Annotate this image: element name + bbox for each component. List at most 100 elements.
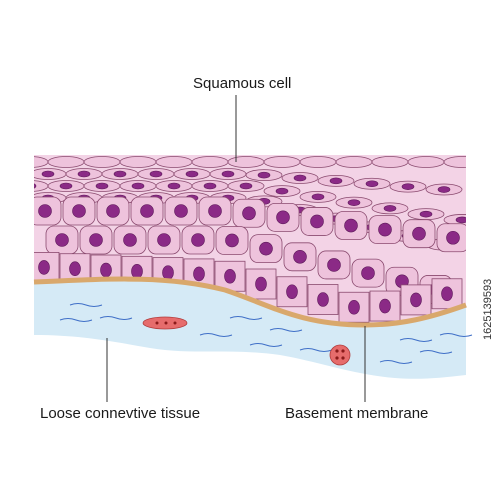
nucleus <box>174 204 188 218</box>
squamous-cell <box>155 156 193 168</box>
nucleus <box>162 265 174 280</box>
squamous-cell <box>83 156 121 168</box>
nucleus <box>69 261 81 277</box>
nucleus <box>225 233 239 248</box>
connective-fiber <box>379 360 413 364</box>
capillary-cross-section <box>329 344 351 366</box>
connective-fibers <box>59 303 473 364</box>
connective-tissue-region <box>34 279 466 379</box>
label-basement-membrane: Basement membrane <box>285 405 429 422</box>
rbc-dot <box>164 321 168 325</box>
nucleus <box>383 205 397 212</box>
nucleus <box>131 264 143 279</box>
nucleus <box>55 233 69 247</box>
squamous-cell <box>443 156 466 168</box>
nucleus <box>59 182 73 190</box>
rbc-dot <box>173 321 177 325</box>
nucleus <box>167 182 181 190</box>
connective-fiber <box>249 343 283 347</box>
nucleus <box>348 299 360 315</box>
nucleus <box>41 170 55 178</box>
nucleus <box>347 199 361 206</box>
nucleus <box>379 298 391 314</box>
nucleus <box>437 186 451 193</box>
nucleus <box>310 214 324 229</box>
nucleus <box>311 193 325 201</box>
nucleus <box>239 182 253 190</box>
nucleus <box>191 233 205 247</box>
rbc-dot <box>341 349 345 353</box>
nucleus <box>77 170 91 178</box>
nucleus <box>72 204 86 218</box>
nucleus <box>193 266 205 282</box>
nucleus <box>378 222 392 237</box>
nucleus <box>276 210 290 225</box>
nucleus <box>317 292 329 307</box>
squamous-cell <box>34 156 49 168</box>
connective-fiber <box>199 333 233 337</box>
connective-fiber <box>69 303 103 307</box>
nucleus <box>208 204 222 218</box>
squamous-cell <box>335 156 373 168</box>
nucleus <box>293 249 307 264</box>
rbc-dot <box>335 349 339 353</box>
nucleus <box>149 170 163 178</box>
nucleus <box>327 258 341 272</box>
nucleus <box>38 204 52 218</box>
rbc-dot <box>335 356 339 360</box>
nucleus <box>131 182 145 190</box>
connective-fiber <box>229 316 263 320</box>
nucleus <box>329 177 343 185</box>
nucleus <box>412 226 426 241</box>
nucleus <box>286 284 298 300</box>
connective-fiber <box>419 350 453 354</box>
blood-vessel-round <box>329 344 351 366</box>
connective-fiber <box>299 348 333 352</box>
nucleus <box>419 210 433 218</box>
squamous-cell <box>47 156 85 168</box>
nucleus <box>401 183 415 190</box>
nucleus <box>446 230 460 245</box>
connective-fiber <box>59 318 93 322</box>
nucleus <box>455 216 466 224</box>
connective-fiber <box>269 328 303 332</box>
label-squamous-cell: Squamous cell <box>193 75 292 92</box>
squamous-cell <box>263 156 301 168</box>
nucleus <box>106 204 120 218</box>
nucleus <box>100 262 112 278</box>
nucleus <box>361 266 375 280</box>
nucleus <box>344 218 358 233</box>
nucleus <box>242 206 256 221</box>
connective-fiber <box>399 338 433 342</box>
stock-image-id: 1625139593 <box>482 278 494 340</box>
nucleus <box>38 260 50 275</box>
squamous-cell <box>299 156 337 168</box>
nucleus <box>89 233 103 247</box>
nucleus <box>259 241 273 256</box>
nucleus <box>203 182 217 190</box>
nucleus <box>255 276 267 292</box>
squamous-cell <box>371 156 409 168</box>
label-loose-connective-tissue: Loose connevtive tissue <box>40 405 201 422</box>
squamous-cell <box>227 156 265 168</box>
nucleus <box>157 233 171 247</box>
nucleus <box>224 268 236 284</box>
nucleus <box>95 182 109 190</box>
nucleus <box>365 180 379 188</box>
squamous-cell <box>119 156 157 168</box>
nucleus <box>293 174 307 182</box>
squamous-cell <box>407 156 445 168</box>
squamous-cell <box>191 156 229 168</box>
nucleus <box>221 170 235 178</box>
nucleus <box>113 170 127 178</box>
nucleus <box>123 233 137 247</box>
rbc-dot <box>341 356 345 360</box>
squamous-cell <box>34 180 49 192</box>
rbc-dot <box>155 321 159 325</box>
connective-fiber <box>439 333 473 337</box>
connective-fiber <box>99 316 133 320</box>
nucleus <box>34 182 37 190</box>
nucleus <box>441 286 453 302</box>
nucleus <box>275 187 289 195</box>
